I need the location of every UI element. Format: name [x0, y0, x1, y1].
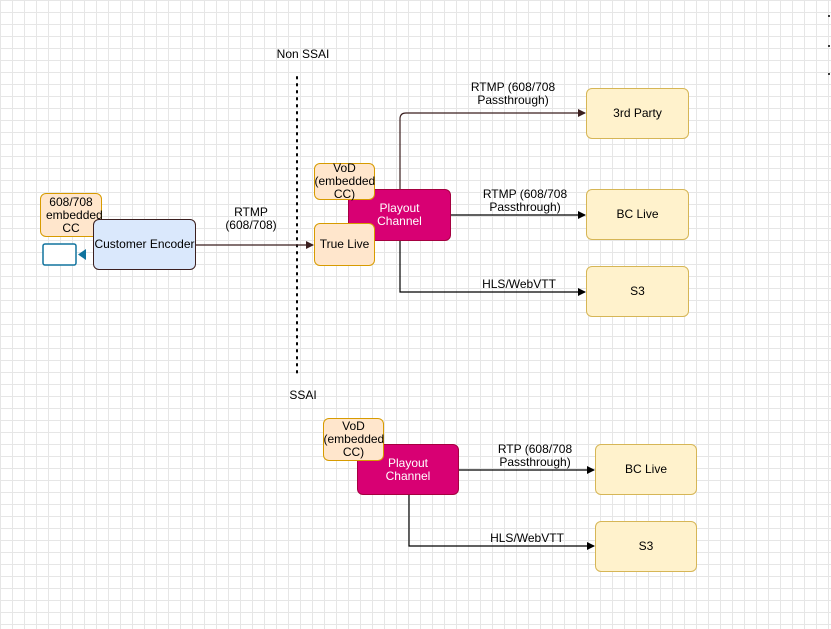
bc-live-top-label: BC Live — [616, 207, 659, 221]
vod-top-box[interactable]: VoD (embedded CC) — [314, 161, 376, 201]
vod-bottom-label: VoD (embedded CC) — [323, 419, 385, 459]
edge-label-rtp-bc-live-line1: RTP (608/708 — [497, 442, 573, 456]
cc-tag-label: 608/708 embedded CC — [46, 194, 103, 235]
ssai-label: SSAI — [289, 388, 317, 402]
edge-playout-to-third-party — [399, 109, 586, 189]
s3-top-label: S3 — [630, 284, 645, 298]
edge-label-rtmp-in-line2: (608/708) — [225, 218, 277, 232]
bc-live-bottom-label: BC Live — [624, 462, 668, 476]
edge-label-rtmp-bc-live-line2: Passthrough) — [489, 200, 561, 214]
right-edge-dots — [828, 15, 830, 75]
edge-label-rtmp-third-party: RTMP (608/708 Passthrough) — [471, 81, 555, 107]
vod-top-label: VoD (embedded CC) — [314, 161, 376, 201]
s3-top-box[interactable]: S3 — [586, 266, 689, 317]
bc-live-top-box[interactable]: BC Live — [586, 189, 689, 240]
edge-label-rtp-bc-live: RTP (608/708 Passthrough) — [498, 443, 572, 469]
customer-encoder-box[interactable]: Customer Encoder — [93, 219, 196, 270]
true-live-box[interactable]: True Live — [314, 223, 375, 266]
customer-encoder-label: Customer Encoder — [94, 237, 195, 251]
playout-channel-top-label: Playout Channel — [377, 201, 422, 228]
edge-label-rtmp-third-party-line1: RTMP (608/708 — [470, 80, 556, 94]
bc-live-bottom-box[interactable]: BC Live — [595, 444, 697, 495]
third-party-label: 3rd Party — [613, 106, 662, 120]
edge-label-rtmp-in-line1: RTMP — [234, 205, 268, 219]
edge-playout-to-s3-top — [399, 241, 586, 296]
edge-label-rtmp-in: RTMP (608/708) — [225, 206, 276, 232]
edge-label-rtmp-third-party-line2: Passthrough) — [477, 93, 549, 107]
true-live-label: True Live — [319, 237, 370, 251]
edge-playout-to-s3-bottom — [408, 495, 595, 550]
s3-bottom-label: S3 — [638, 539, 654, 553]
edge-label-rtp-bc-live-line2: Passthrough) — [499, 455, 571, 469]
edge-label-hls-top: HLS/WebVTT — [482, 277, 556, 291]
non-ssai-label: Non SSAI — [276, 47, 330, 61]
edge-label-rtmp-bc-live-line1: RTMP (608/708 — [482, 187, 568, 201]
third-party-box[interactable]: 3rd Party — [586, 88, 689, 139]
edge-label-hls-bottom: HLS/WebVTT — [490, 531, 564, 545]
playout-channel-bottom-label: Playout Channel — [385, 455, 431, 483]
cc-tag-box[interactable]: 608/708 embedded CC — [40, 193, 103, 237]
s3-bottom-box[interactable]: S3 — [595, 521, 697, 572]
vod-bottom-box[interactable]: VoD (embedded CC) — [323, 418, 384, 461]
edge-label-rtmp-bc-live: RTMP (608/708 Passthrough) — [483, 188, 567, 214]
video-camera-icon — [42, 243, 86, 266]
